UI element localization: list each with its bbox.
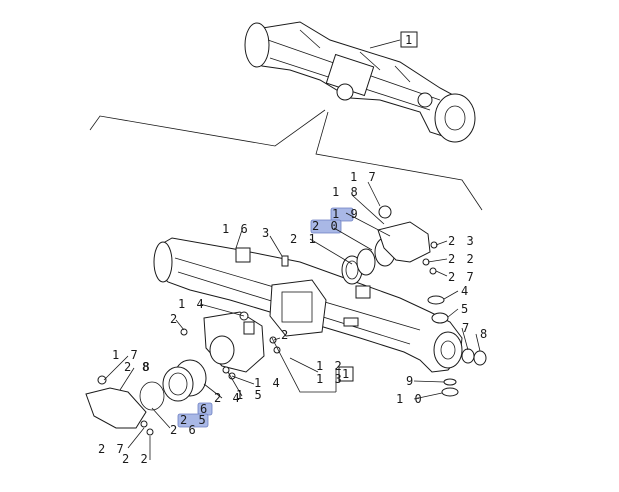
callout-24: 2 4 xyxy=(214,391,242,405)
callout-28: 2 8 xyxy=(124,360,152,374)
leader-c1 xyxy=(369,39,401,49)
callout-2b: 2 xyxy=(281,328,290,342)
callout-21: 2 1 xyxy=(290,232,318,246)
bracket-12-13 xyxy=(271,337,337,393)
callout-25: 2 5 xyxy=(180,413,208,427)
callout-14a: 1 4 xyxy=(178,297,206,311)
callout-box-1 xyxy=(400,31,418,48)
left-lower-assembly xyxy=(85,311,281,436)
callout-8a: 8 xyxy=(480,327,489,341)
callout-1b: 1 xyxy=(342,367,351,381)
callout-5: 5 xyxy=(461,302,470,316)
callout-6: 6 xyxy=(200,402,209,416)
callout-26: 2 6 xyxy=(170,423,198,437)
callout-15: 1 5 xyxy=(236,388,264,402)
callout-22a: 2 2 xyxy=(448,252,476,266)
callout-27a: 2 7 xyxy=(448,270,476,284)
callout-12: 1 2 xyxy=(316,359,344,373)
callout-23: 2 3 xyxy=(448,234,476,248)
zoom-line-left xyxy=(89,109,326,147)
axle-assembly-overview xyxy=(244,21,476,143)
callout-7: 7 xyxy=(462,321,471,335)
callout-20: 2 0 xyxy=(312,219,340,233)
callout-9: 9 xyxy=(406,374,415,388)
seal-rings-upper xyxy=(281,205,438,285)
callout-box-1b xyxy=(338,366,354,382)
callout-18: 1 8 xyxy=(332,185,360,199)
callout-4: 4 xyxy=(461,284,470,298)
callout-22b: 2 2 xyxy=(122,452,150,466)
callout-17a: 1 7 xyxy=(350,170,378,184)
leader-lines xyxy=(103,181,481,460)
callout-1: 1 xyxy=(405,33,414,47)
callout-3: 3 xyxy=(262,226,271,240)
callout-17b: 1 7 xyxy=(112,348,140,362)
callout-10: 1 0 xyxy=(396,392,424,406)
highlight-20 xyxy=(310,219,342,234)
callout-27b: 2 7 xyxy=(98,442,126,456)
callout-2a: 2 xyxy=(170,312,179,326)
highlight-19 xyxy=(330,207,354,222)
callout-8b: 8 xyxy=(142,360,151,374)
highlight-25 xyxy=(177,413,209,428)
zoom-line-right xyxy=(315,111,483,211)
callout-16: 1 6 xyxy=(222,222,250,236)
right-small-parts xyxy=(427,295,487,397)
axle-housing xyxy=(153,237,463,373)
callout-14b: 1 4 xyxy=(254,376,282,390)
callout-13: 1 3 xyxy=(316,372,344,386)
callout-19: 1 9 xyxy=(332,207,360,221)
callout-labels: 1 1 7 1 8 1 9 2 0 2 1 1 6 3 2 3 2 2 2 7 … xyxy=(98,33,489,466)
